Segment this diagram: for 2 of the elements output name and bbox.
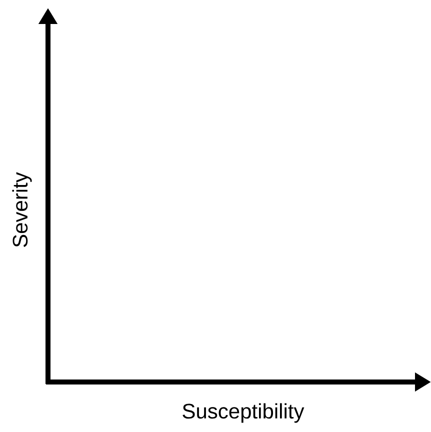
axis-label: Susceptibility (182, 403, 304, 423)
axis-label: Severity (12, 172, 32, 247)
